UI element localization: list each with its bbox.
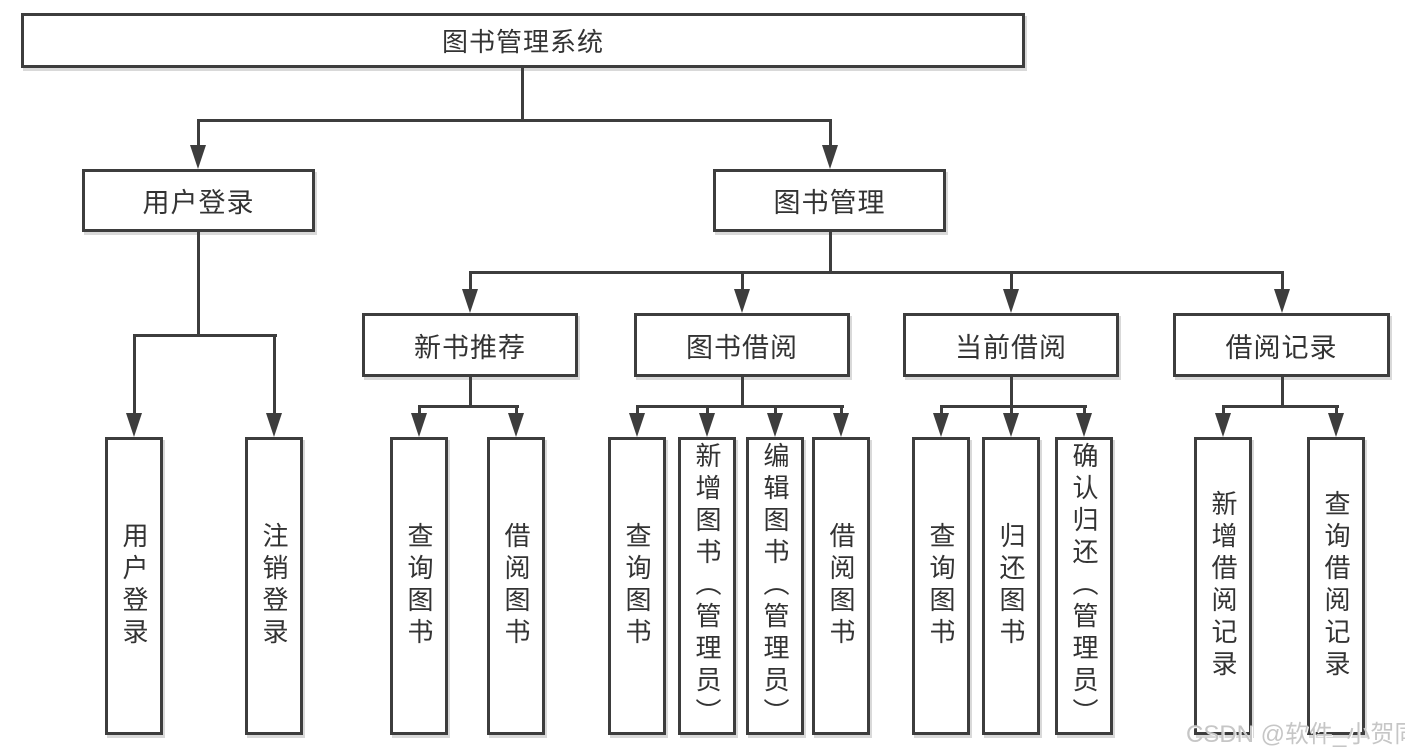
node-label: 用户登录	[142, 188, 255, 218]
connector-line	[197, 119, 831, 122]
connector-line	[515, 405, 518, 416]
leaf-borrow-books-newbook: 借阅图书	[487, 437, 545, 735]
connector-line	[1010, 271, 1013, 293]
leaf-add-book-admin: 新增图书（管理员）	[678, 437, 736, 735]
connector-line	[133, 334, 136, 416]
connector-arrow	[699, 413, 715, 437]
connector-arrow	[508, 413, 524, 437]
connector-line	[197, 232, 200, 337]
connector-line	[1281, 271, 1284, 293]
leaf-label: 查询图书	[404, 522, 434, 650]
connector-line	[636, 405, 639, 416]
leaf-label: 确认归还（管理员）	[1069, 442, 1099, 730]
leaf-user-login: 用户登录	[105, 437, 163, 735]
leaf-return-books: 归还图书	[982, 437, 1040, 735]
connector-arrow	[462, 289, 478, 313]
connector-line	[521, 68, 524, 121]
node-library-management-system: 图书管理系统	[21, 13, 1025, 68]
leaf-edit-book-admin: 编辑图书（管理员）	[746, 437, 804, 735]
connector-line	[741, 377, 744, 408]
node-label: 图书借阅	[686, 332, 798, 363]
leaf-query-books-borrow: 查询图书	[608, 437, 666, 735]
leaf-add-borrow-record: 新增借阅记录	[1194, 437, 1252, 735]
connector-arrow	[734, 289, 750, 313]
connector-line	[133, 334, 277, 337]
leaf-label: 编辑图书（管理员）	[760, 442, 790, 730]
leaf-confirm-return-admin: 确认归还（管理员）	[1055, 437, 1113, 735]
connector-arrow	[1076, 413, 1092, 437]
connector-line	[273, 334, 276, 416]
connector-arrow	[1215, 413, 1231, 437]
connector-arrow	[767, 413, 783, 437]
leaf-label: 查询图书	[622, 522, 652, 650]
connector-line	[840, 405, 843, 416]
node-book-management: 图书管理	[713, 169, 946, 232]
csdn-watermark: CSDN @软件_小贺同学	[1186, 721, 1405, 747]
connector-arrow	[1274, 289, 1290, 313]
connector-line	[741, 271, 744, 293]
leaf-query-books-newbook: 查询图书	[390, 437, 448, 735]
connector-line	[418, 405, 421, 416]
connector-line	[1281, 377, 1284, 408]
connector-arrow	[266, 413, 282, 437]
node-new-book-recommend: 新书推荐	[362, 313, 578, 377]
connector-line	[1010, 405, 1013, 416]
leaf-label: 查询图书	[926, 522, 956, 650]
node-label: 借阅记录	[1225, 332, 1338, 363]
connector-arrow	[629, 413, 645, 437]
leaf-label: 用户登录	[119, 522, 149, 650]
connector-line	[774, 405, 777, 416]
connector-line	[1010, 377, 1013, 408]
connector-line	[1222, 405, 1225, 416]
connector-arrow	[190, 145, 206, 169]
leaf-label: 新增借阅记录	[1208, 490, 1238, 682]
connector-line	[418, 405, 519, 408]
connector-line	[469, 271, 472, 293]
connector-line	[829, 232, 832, 274]
connector-arrow	[1003, 289, 1019, 313]
node-label: 图书管理系统	[441, 27, 604, 57]
connector-line	[636, 405, 844, 408]
node-label: 当前借阅	[955, 332, 1067, 363]
connector-line	[1335, 405, 1338, 416]
connector-arrow	[933, 413, 949, 437]
node-book-borrowing: 图书借阅	[634, 313, 850, 377]
connector-arrow	[833, 413, 849, 437]
node-user-login: 用户登录	[82, 169, 315, 232]
leaf-label: 归还图书	[996, 522, 1026, 650]
leaf-label: 借阅图书	[826, 522, 856, 650]
node-label: 新书推荐	[414, 332, 526, 363]
connector-arrow	[1003, 413, 1019, 437]
connector-line	[197, 119, 200, 149]
connector-arrow	[1328, 413, 1344, 437]
connector-line	[469, 377, 472, 408]
node-label: 图书管理	[773, 188, 886, 218]
connector-line	[940, 405, 1087, 408]
leaf-query-borrow-record: 查询借阅记录	[1307, 437, 1365, 735]
connector-line	[469, 271, 1284, 274]
connector-line	[1083, 405, 1086, 416]
connector-arrow	[822, 145, 838, 169]
connector-arrow	[411, 413, 427, 437]
leaf-label: 新增图书（管理员）	[692, 442, 722, 730]
connector-arrow	[126, 413, 142, 437]
leaf-borrow-books-borrow: 借阅图书	[812, 437, 870, 735]
leaf-logout: 注销登录	[245, 437, 303, 735]
leaf-label: 查询借阅记录	[1321, 490, 1351, 682]
leaf-label: 注销登录	[259, 522, 289, 650]
leaf-query-books-current: 查询图书	[912, 437, 970, 735]
leaf-label: 借阅图书	[501, 522, 531, 650]
connector-line	[940, 405, 943, 416]
connector-line	[829, 119, 832, 149]
connector-line	[1222, 405, 1339, 408]
node-borrowing-records: 借阅记录	[1173, 313, 1390, 377]
connector-line	[706, 405, 709, 416]
node-current-borrowing: 当前借阅	[903, 313, 1119, 377]
